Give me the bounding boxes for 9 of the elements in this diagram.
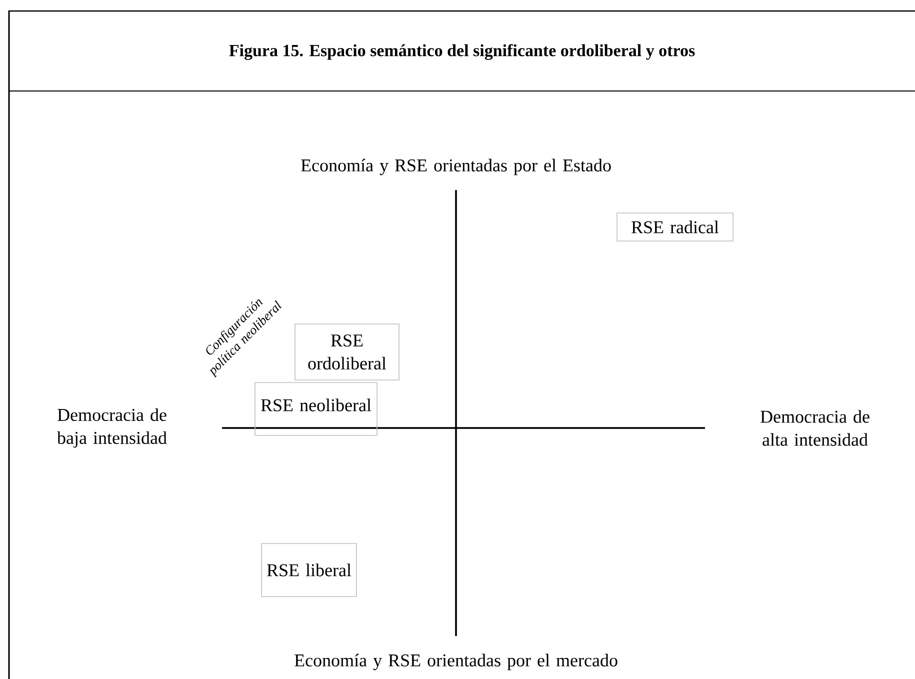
- axis-label: Democracia de alta intensidad: [760, 410, 870, 446]
- label-box: RSE ordoliberal: [294, 324, 400, 380]
- label-box: RSE neoliberal: [254, 382, 378, 436]
- axis-label: Economía y RSE orientadas por el mercado: [294, 654, 618, 670]
- figure-title: Figura 15. Espacio semántico del significante ordoliberal y otros: [229, 44, 695, 60]
- label-box: RSE radical: [616, 212, 734, 242]
- label-box: RSE liberal: [261, 543, 357, 597]
- axis-label: Democracia de baja intensidad: [57, 408, 167, 448]
- axis-label: Economía y RSE orientadas por el Estado: [301, 158, 611, 176]
